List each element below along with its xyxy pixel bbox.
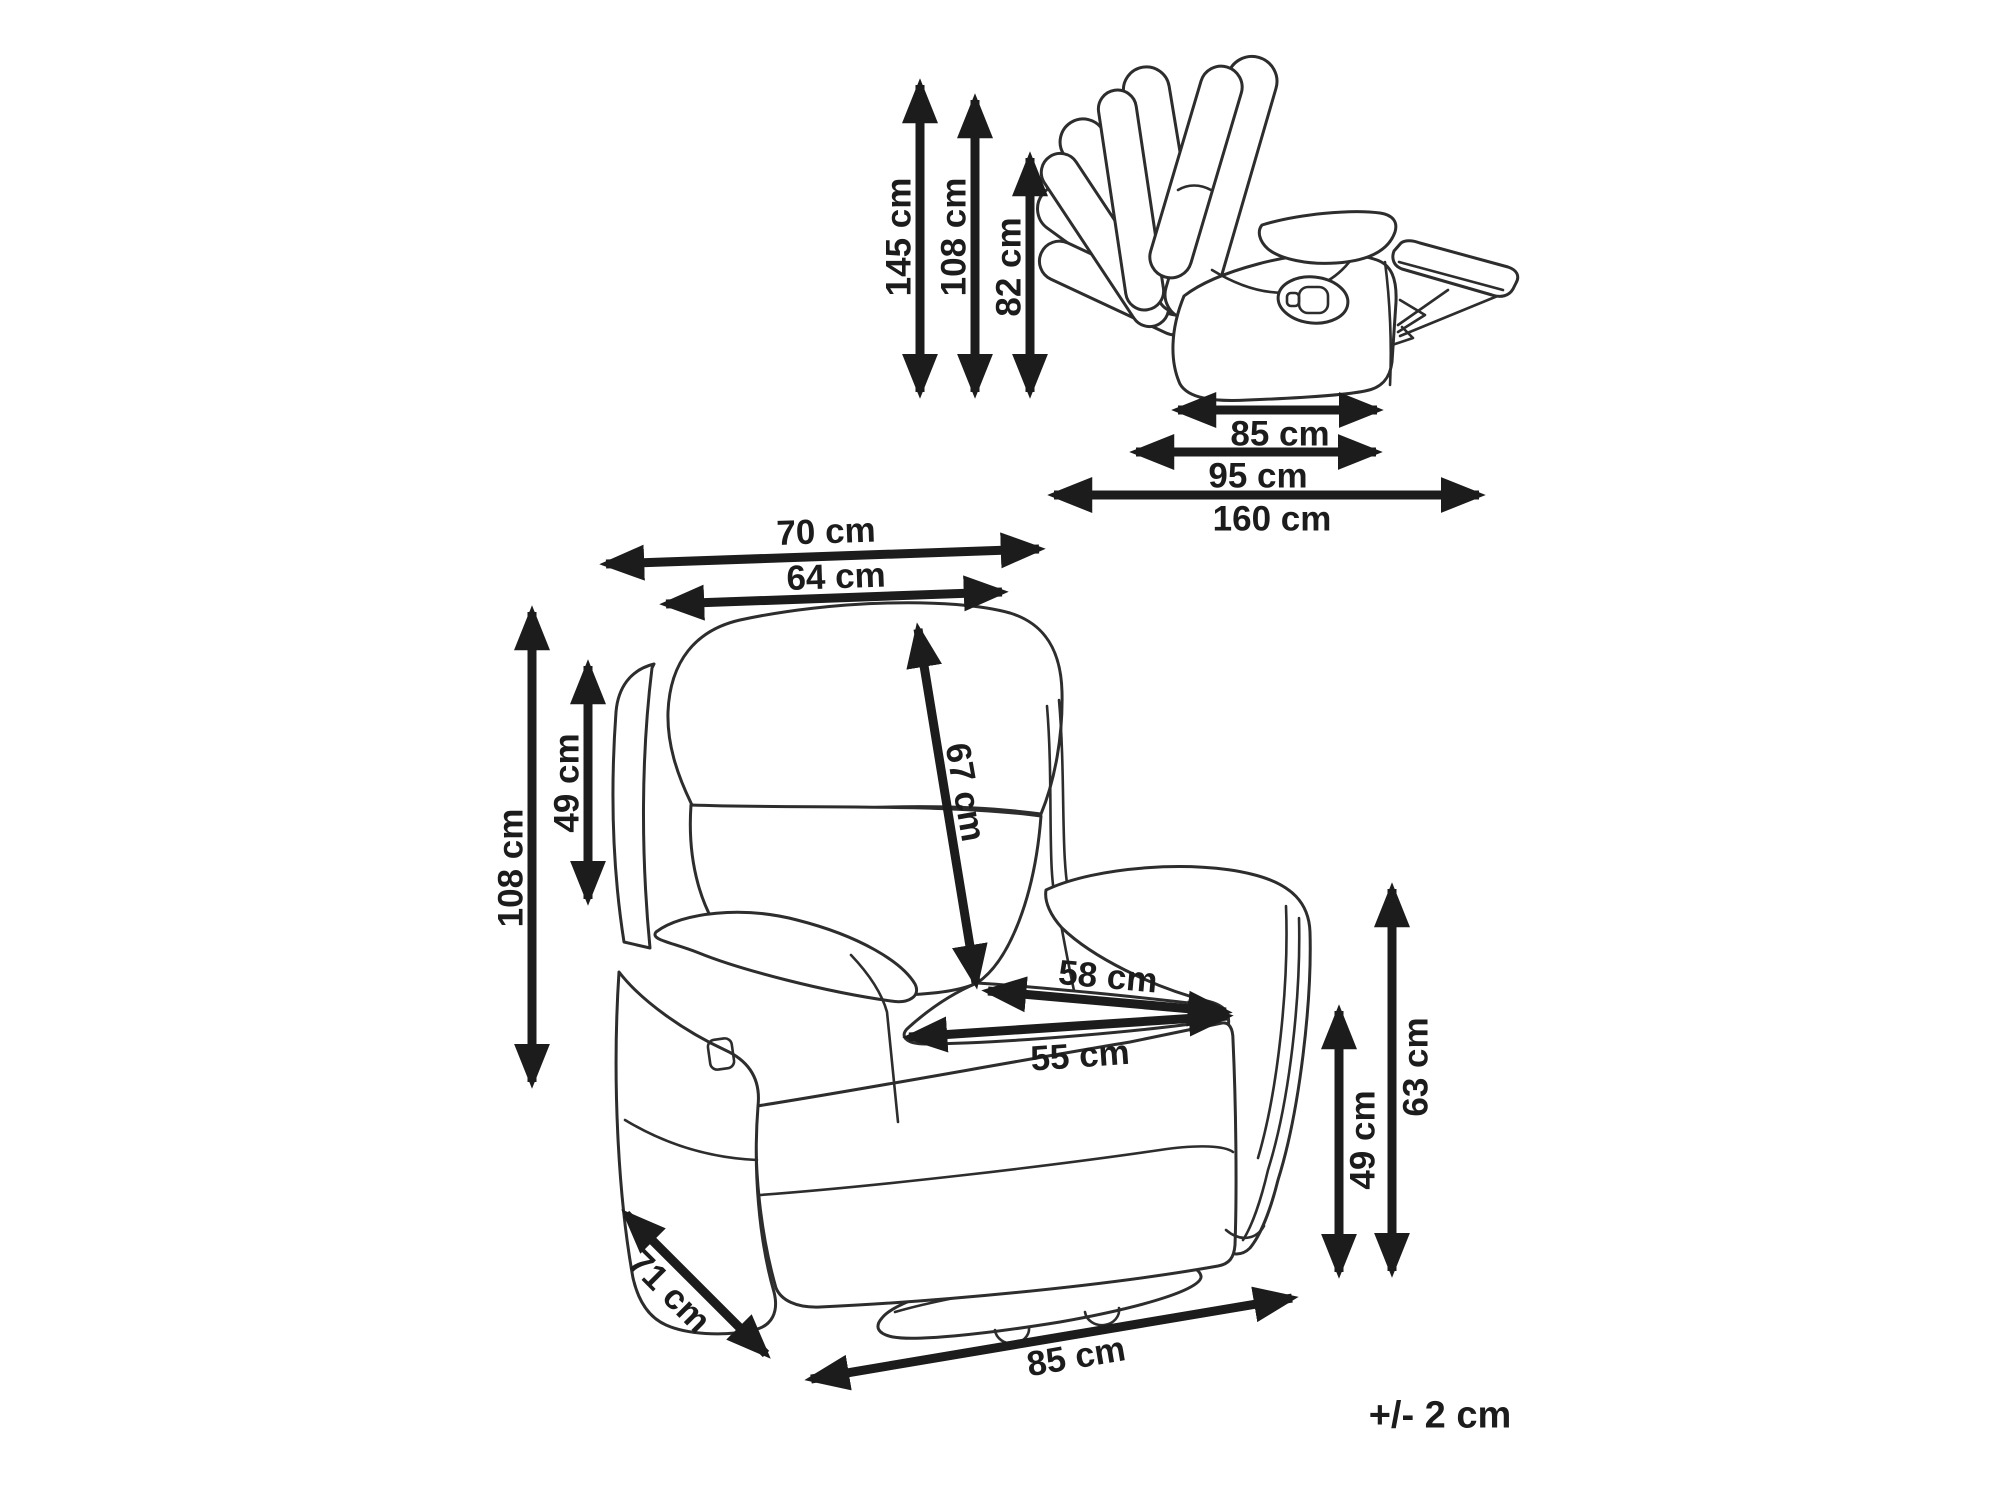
armrest-left-inner-edge bbox=[849, 953, 900, 1124]
armrest-right-contour-2 bbox=[1256, 904, 1288, 1160]
side-footrest-fold-line bbox=[1397, 260, 1505, 292]
base-right-corner bbox=[1224, 1224, 1266, 1240]
dim-side-height-back-label: 108 cm bbox=[934, 178, 973, 297]
dim-main-width-backrest-arrow bbox=[659, 575, 1009, 621]
dim-main-width-seat: 55 cm bbox=[902, 1000, 1234, 1079]
dim-side-height-reclined-label: 82 cm bbox=[989, 217, 1028, 316]
dim-main-height-seat-label: 49 cm bbox=[1343, 1090, 1382, 1189]
side-base-edge-line bbox=[1383, 260, 1393, 387]
dim-main-width-backrest: 64 cm bbox=[659, 556, 1009, 621]
dim-main-depth-seat-label: 58 cm bbox=[1057, 953, 1159, 1001]
dim-side-depth-total: 95 cm bbox=[1129, 434, 1383, 495]
dim-main-height-total: 108 cm bbox=[491, 605, 550, 1089]
dim-side-depth-base-label: 85 cm bbox=[1230, 414, 1329, 453]
dim-main-height-armrest: 63 cm bbox=[1374, 882, 1435, 1278]
dim-main-height-backrest-side: 49 cm bbox=[547, 659, 606, 906]
dim-main-height-total-label: 108 cm bbox=[491, 809, 530, 928]
dim-side-height-reclined: 82 cm bbox=[989, 151, 1048, 399]
dim-main-width-seat-arrow bbox=[902, 1000, 1234, 1053]
dim-side-length-reclined-label: 160 cm bbox=[1213, 499, 1332, 538]
dim-main-height-backrest-side-label: 49 cm bbox=[547, 733, 586, 832]
side-headrest-position-1 bbox=[1148, 64, 1244, 280]
side-panel-seam bbox=[623, 1118, 759, 1162]
headrest-cushion bbox=[666, 601, 1064, 824]
dim-main-width-total: 70 cm bbox=[599, 511, 1046, 581]
dim-main-height-armrest-label: 63 cm bbox=[1396, 1017, 1435, 1116]
dim-side-height-back: 108 cm bbox=[934, 93, 993, 399]
front-base-panel bbox=[754, 1021, 1238, 1309]
dim-main-width-base-arrow bbox=[804, 1286, 1299, 1391]
recline-lever bbox=[1276, 275, 1350, 325]
back-left-panel bbox=[611, 662, 656, 950]
dim-side-depth-total-label: 95 cm bbox=[1208, 456, 1307, 495]
side-view-drawing bbox=[1036, 54, 1520, 402]
side-armrest bbox=[1257, 210, 1398, 265]
dim-main-length-backrest: 67 cm bbox=[906, 622, 993, 990]
side-headrest-position-2 bbox=[1096, 88, 1166, 312]
front-panel-seam bbox=[758, 1145, 1235, 1197]
dim-side-height-total-label: 145 cm bbox=[879, 178, 918, 297]
footrest-linkage bbox=[1390, 288, 1502, 347]
tolerance-note: +/- 2 cm bbox=[1369, 1394, 1512, 1436]
dim-main-height-seat: 49 cm bbox=[1321, 1004, 1382, 1279]
armrest-left-pad bbox=[653, 910, 918, 1004]
power-button bbox=[706, 1037, 736, 1071]
dim-main-depth-side-arrow bbox=[621, 1209, 771, 1359]
dim-main-length-backrest-arrow bbox=[906, 622, 988, 990]
dim-side-height-total: 145 cm bbox=[879, 78, 938, 399]
main-view-drawing bbox=[611, 601, 1312, 1345]
backrest-side-seam-2 bbox=[1057, 698, 1072, 902]
armrest-right-contour bbox=[1241, 916, 1301, 1242]
dim-main-width-total-arrow bbox=[599, 532, 1046, 581]
dim-main-width-total-label: 70 cm bbox=[776, 511, 877, 553]
dim-main-width-seat-label: 55 cm bbox=[1029, 1033, 1131, 1079]
dim-side-depth-base: 85 cm bbox=[1171, 392, 1384, 453]
side-footrest bbox=[1391, 239, 1520, 298]
dim-main-width-backrest-label: 64 cm bbox=[786, 556, 887, 598]
side-headrest-seam bbox=[1176, 184, 1213, 192]
recline-lever-tab bbox=[1285, 291, 1301, 308]
dim-side-length-reclined: 160 cm bbox=[1047, 477, 1486, 538]
